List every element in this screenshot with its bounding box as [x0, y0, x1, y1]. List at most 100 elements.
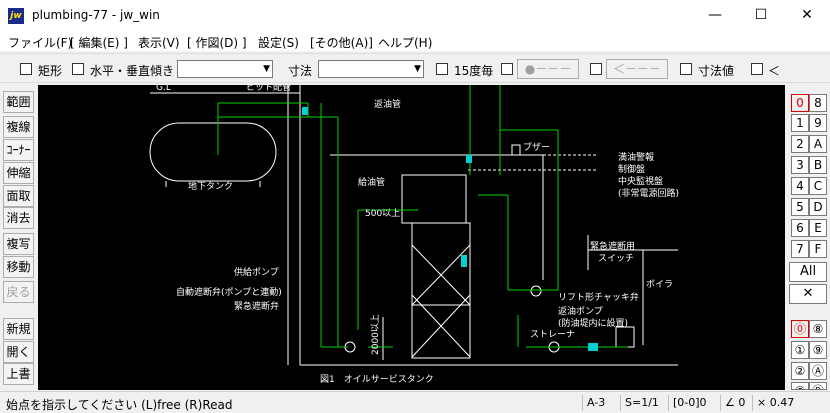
layer-close-button[interactable]: ✕ — [789, 284, 827, 304]
tool-open-button[interactable]: 開く — [3, 341, 34, 363]
label-buzzer: ブザー — [523, 141, 550, 153]
layer-2-button[interactable]: 2 — [791, 135, 809, 153]
menu-settings[interactable]: 設定(S) — [258, 36, 299, 50]
rect-checkbox[interactable] — [20, 63, 32, 75]
group-a-button[interactable]: Ⓐ — [809, 362, 827, 380]
layer-5-button[interactable]: 5 — [791, 198, 809, 216]
deg15-label: 15度毎 — [454, 64, 494, 78]
label-return-pump-1: 返油ポンプ — [558, 305, 603, 317]
tool-undo-button[interactable]: 戻る — [3, 281, 34, 303]
cad-drawing: G.L ピット配管 返油管 地下タンク ブザー 満油警報 制御盤 中央監視盤 (… — [149, 85, 679, 385]
dim-value-label: 寸法値 — [698, 64, 735, 78]
label-supply-pump: 供給ポンプ — [234, 266, 279, 278]
label-strainer: ストレーナ — [530, 329, 575, 340]
app-icon: jw — [8, 8, 24, 24]
layer-8-button[interactable]: 8 — [809, 94, 827, 112]
menu-bar: ファイル(F) [ 編集(E) ] 表示(V) [ 作図(D) ] 設定(S) … — [0, 31, 830, 51]
label-emergency-switch-2: スイッチ — [598, 253, 634, 264]
dim-value-checkbox[interactable] — [680, 63, 692, 75]
layer-9-button[interactable]: 9 — [809, 114, 827, 132]
dim-label: 寸法 — [288, 64, 313, 78]
chevron-down-icon: ▼ — [263, 64, 270, 74]
layer-c-button[interactable]: C — [809, 177, 827, 195]
layer-6-button[interactable]: 6 — [791, 219, 809, 237]
close-button[interactable]: ✕ — [801, 7, 813, 23]
group-8-button[interactable]: ⑧ — [809, 320, 827, 338]
label-alarm-1: 満油警報 — [618, 151, 654, 163]
group-b-button[interactable]: Ⓑ — [809, 382, 827, 390]
status-angle[interactable]: ∠ 0 — [720, 395, 750, 411]
dot-line-button[interactable]: ●－－－ — [517, 59, 579, 79]
tool-offset-button[interactable]: 複線 — [3, 116, 34, 138]
layer-all-button[interactable]: All — [789, 262, 827, 282]
menu-help[interactable]: ヘルプ(H) — [378, 36, 433, 50]
label-return-pipe: 返油管 — [374, 98, 401, 110]
horiz-vert-label: 水平・垂直 — [90, 64, 151, 78]
label-emergency-valve: 緊急遮断弁 — [234, 300, 279, 312]
layer-0-button[interactable]: 0 — [791, 94, 809, 112]
label-auto-valve: 自動遮断弁(ポンプと連動) — [176, 286, 282, 298]
tilt-label: 傾き — [150, 64, 175, 78]
label-lift-valve: リフト形チャッキ弁 — [558, 291, 639, 303]
tilt-combo[interactable]: ▼ — [177, 60, 273, 78]
status-paper[interactable]: A-3 — [582, 395, 617, 411]
chevron-down-icon: ▼ — [414, 64, 421, 74]
label-return-pump-2: (防油堤内に設置) — [558, 317, 628, 329]
drawing-canvas[interactable]: G.L ピット配管 返油管 地下タンク ブザー 満油警報 制御盤 中央監視盤 (… — [38, 85, 785, 390]
tool-stretch-button[interactable]: 伸縮 — [3, 162, 34, 184]
menu-edit[interactable]: [ 編集(E) ] — [70, 36, 128, 50]
group-9-button[interactable]: ⑨ — [809, 341, 827, 359]
title-bar: jw plumbing-77 - jw_win — ☐ ✕ — [0, 0, 830, 31]
tool-chamfer-button[interactable]: 面取 — [3, 185, 34, 207]
layer-panel: 0 8 1 9 2 A 3 B 4 C 5 D 6 E 7 F All ✕ ⓪ … — [787, 85, 830, 390]
layer-a-button[interactable]: A — [809, 135, 827, 153]
menu-view[interactable]: 表示(V) — [138, 36, 180, 50]
status-layer[interactable]: [0-0]0 — [668, 395, 718, 411]
status-zoom[interactable]: × 0.47 — [752, 395, 828, 411]
status-message: 始点を指示してください (L)free (R)Read — [6, 398, 233, 412]
layer-3-button[interactable]: 3 — [791, 156, 809, 174]
lt-checkbox[interactable] — [751, 63, 763, 75]
tool-range-button[interactable]: 範囲 — [3, 91, 34, 113]
tool-overwrite-button[interactable]: 上書 — [3, 363, 34, 385]
label-underground-tank: 地下タンク — [188, 180, 233, 192]
label-pit-pipe: ピット配管 — [246, 85, 291, 93]
menu-other[interactable]: [その他(A)] — [310, 36, 373, 50]
tool-new-button[interactable]: 新規 — [3, 318, 34, 340]
left-tool-panel: 範囲 複線 ｺｰﾅｰ 伸縮 面取 消去 複写 移動 戻る 新規 開く 上書 — [0, 85, 37, 390]
group-3-button[interactable]: ③ — [791, 382, 809, 390]
tool-corner-button[interactable]: ｺｰﾅｰ — [3, 139, 34, 161]
group-1-button[interactable]: ① — [791, 341, 809, 359]
label-alarm-3: 中央監視盤 — [618, 175, 663, 187]
layer-7-button[interactable]: 7 — [791, 240, 809, 258]
label-dim-500: 500以上 — [365, 208, 400, 219]
status-bar: 始点を指示してください (L)free (R)Read A-3 S=1/1 [0… — [0, 391, 830, 412]
tool-move-button[interactable]: 移動 — [3, 256, 34, 278]
layer-e-button[interactable]: E — [809, 219, 827, 237]
tool-bar: 矩形 水平・垂直 傾き ▼ 寸法 ▼ 15度毎 ●－－－ ＜－－－ 寸法値 ＜ — [0, 53, 830, 83]
group-2-button[interactable]: ② — [791, 362, 809, 380]
status-scale[interactable]: S=1/1 — [620, 395, 666, 411]
layer-f-button[interactable]: F — [809, 240, 827, 258]
label-gl: G.L — [156, 85, 171, 93]
drawing-caption: 図1 オイルサービスタンク — [320, 374, 434, 385]
tool-copy-button[interactable]: 複写 — [3, 233, 34, 255]
dim-combo[interactable]: ▼ — [318, 60, 424, 78]
tool-erase-button[interactable]: 消去 — [3, 207, 34, 229]
layer-4-button[interactable]: 4 — [791, 177, 809, 195]
dot-checkbox[interactable] — [501, 63, 513, 75]
layer-b-button[interactable]: B — [809, 156, 827, 174]
layer-d-button[interactable]: D — [809, 198, 827, 216]
horiz-vert-checkbox[interactable] — [72, 63, 84, 75]
layer-1-button[interactable]: 1 — [791, 114, 809, 132]
minimize-button[interactable]: — — [708, 7, 722, 23]
group-0-button[interactable]: ⓪ — [791, 320, 809, 338]
arrow-checkbox[interactable] — [590, 63, 602, 75]
menu-draw[interactable]: [ 作図(D) ] — [187, 36, 247, 50]
deg15-checkbox[interactable] — [436, 63, 448, 75]
label-alarm-2: 制御盤 — [618, 163, 645, 175]
maximize-button[interactable]: ☐ — [754, 7, 768, 23]
arrow-line-button[interactable]: ＜－－－ — [606, 59, 668, 79]
menu-file[interactable]: ファイル(F) — [8, 36, 73, 50]
label-boiler: ボイラ — [646, 279, 673, 290]
